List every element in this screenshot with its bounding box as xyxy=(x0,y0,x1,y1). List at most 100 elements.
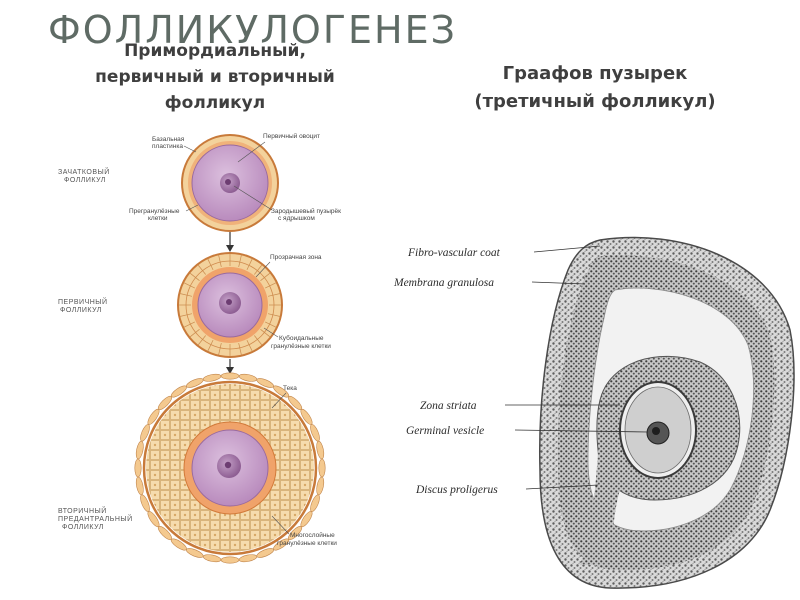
label-multilayer-line1: Многослойные xyxy=(290,531,335,539)
cell-border xyxy=(267,293,280,297)
leader-vesicle xyxy=(233,185,273,211)
cell-border xyxy=(246,258,253,271)
theca-cell xyxy=(238,373,258,382)
cell-border xyxy=(267,313,280,317)
theca-cell xyxy=(202,554,222,563)
stage3-name-line3: ФОЛЛИКУЛ xyxy=(62,524,104,531)
left-diagram: Базальная пластинка Первичный овоцит Пре… xyxy=(58,132,341,564)
leader-multilayer xyxy=(271,515,290,535)
slide-title: ФОЛЛИКУЛОГЕНЕЗ xyxy=(48,8,457,52)
theca-cell xyxy=(135,440,144,460)
cell-border xyxy=(264,321,277,328)
cell-border xyxy=(254,335,263,346)
cumulus-stalk xyxy=(580,450,620,565)
arrow-1 xyxy=(226,232,234,252)
left-heading: Примордиальный, первичный и вторичный фо… xyxy=(30,38,400,116)
graafian-follicle-drawing: Fibro-vascular coat Membrana granulosa Z… xyxy=(393,236,795,589)
theca-cell xyxy=(220,372,240,380)
right-heading: Граафов пузырек (третичный фолликул) xyxy=(420,60,770,116)
label-multilayer-line2: гранулёзные клетки xyxy=(277,540,337,547)
stage2-labels: Прозрачная зона Кубоидальные гранулёзные… xyxy=(58,254,331,350)
label-discus: Discus proligerus xyxy=(415,484,498,496)
left-heading-line3: фолликул xyxy=(164,93,266,113)
primary-follicle xyxy=(177,252,283,358)
label-membrana: Membrana granulosa xyxy=(393,277,494,289)
label-cuboidal-line1: Кубоидальные xyxy=(279,334,324,342)
theca-cell xyxy=(318,458,326,478)
label-basal-line1: Базальная xyxy=(152,136,185,143)
label-oocyte: Первичный овоцит xyxy=(263,132,320,140)
left-heading-line1: Примордиальный, xyxy=(124,41,306,61)
leader-oocyte xyxy=(237,141,266,163)
theca-cell xyxy=(316,476,325,496)
leader-cuboidal xyxy=(263,327,279,338)
label-pregranulosa-line2: клетки xyxy=(148,215,168,222)
cell-border xyxy=(189,329,200,338)
primordial-nucleolus xyxy=(225,179,231,185)
theca-cell xyxy=(202,373,222,382)
primary-cell-borders xyxy=(179,254,281,356)
label-pregranulosa-line1: Прегранулёзные xyxy=(129,208,180,215)
leader-basal xyxy=(183,145,197,153)
cell-border xyxy=(260,329,271,338)
primary-nucleolus xyxy=(226,299,232,305)
leader-membrana xyxy=(531,281,586,285)
leader-pregranulosa xyxy=(185,204,199,212)
cell-border xyxy=(264,282,277,289)
label-vesicle-line1: Зародышевый пузырёк xyxy=(271,207,341,215)
germinal-spot xyxy=(652,427,660,435)
cell-border xyxy=(189,272,200,281)
leader-zona xyxy=(255,261,271,278)
cell-border xyxy=(218,342,222,355)
theca-cell xyxy=(238,554,258,563)
theca-cell xyxy=(135,476,144,496)
cell-border xyxy=(207,258,214,271)
cell-border xyxy=(207,339,214,352)
leader-theca xyxy=(271,392,287,409)
secondary-follicle xyxy=(134,372,326,564)
cell-border xyxy=(238,255,242,268)
stage1-name-line1: ЗАЧАТКОВЫЙ xyxy=(58,167,110,176)
leader-fibro xyxy=(533,245,601,253)
theca-cells xyxy=(134,372,326,564)
stage3-labels: Тека Многослойные гранулёзные клетки ВТО… xyxy=(58,385,337,547)
cell-border xyxy=(180,293,193,297)
cell-border xyxy=(183,321,196,328)
label-germinal: Germinal vesicle xyxy=(406,425,484,437)
label-zona: Прозрачная зона xyxy=(270,254,322,261)
cell-border xyxy=(197,264,206,275)
label-cuboidal-line2: гранулёзные клетки xyxy=(271,343,331,350)
secondary-basal-lamina xyxy=(142,380,318,556)
stage2-name-line2: ФОЛЛИКУЛ xyxy=(60,307,102,314)
leader-germinal xyxy=(514,429,649,433)
cell-border xyxy=(197,335,206,346)
stage1-name-line2: ФОЛЛИКУЛ xyxy=(64,177,106,184)
label-zona: Zona striata xyxy=(420,400,477,412)
left-heading-line2: первичный и вторичный xyxy=(95,67,335,87)
secondary-nucleolus xyxy=(224,461,232,469)
theca-cell xyxy=(134,458,142,478)
primordial-follicle xyxy=(181,134,279,232)
theca-cell xyxy=(220,556,240,564)
right-heading-line2: (третичный фолликул) xyxy=(474,91,716,112)
label-fibro: Fibro-vascular coat xyxy=(407,247,501,259)
label-vesicle-line2: с ядрышком xyxy=(278,215,315,222)
label-theca: Тека xyxy=(283,385,297,392)
right-heading-line1: Граафов пузырек xyxy=(502,63,688,84)
cell-border xyxy=(183,282,196,289)
cell-border xyxy=(180,313,193,317)
cell-border xyxy=(260,272,271,281)
cell-border xyxy=(238,342,242,355)
stage2-name-line1: ПЕРВИЧНЫЙ xyxy=(58,297,108,306)
stage1-labels: Базальная пластинка Первичный овоцит Пре… xyxy=(58,132,341,222)
cell-border xyxy=(246,339,253,352)
leader-discus xyxy=(525,484,599,490)
stage3-name-line1: ВТОРИЧНЫЙ xyxy=(58,506,107,515)
arrow-2 xyxy=(226,359,234,374)
theca-cell xyxy=(316,440,325,460)
cell-border xyxy=(254,264,263,275)
stage3-name-line2: ПРЕДАНТРАЛЬНЫЙ xyxy=(58,514,133,523)
cell-border xyxy=(218,255,222,268)
label-basal-line2: пластинка xyxy=(152,143,183,150)
